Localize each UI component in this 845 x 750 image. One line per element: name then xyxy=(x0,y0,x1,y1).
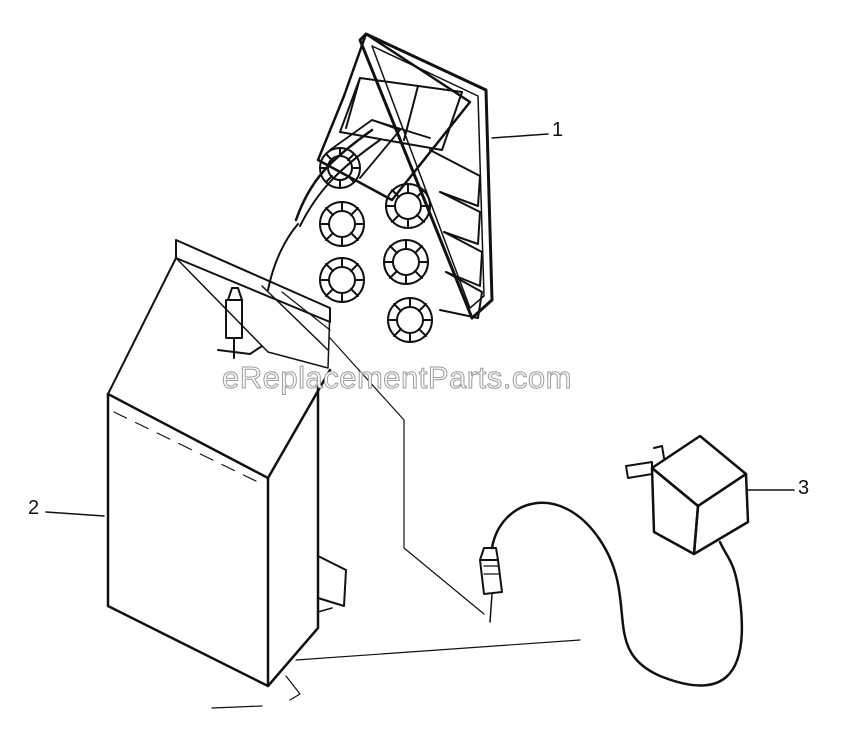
ice-mold-tray xyxy=(267,32,494,320)
power-adapter xyxy=(625,434,750,556)
callout-part-2: 2 xyxy=(28,497,40,519)
connection-line xyxy=(329,337,485,615)
mold-wheels xyxy=(319,147,433,343)
callout-part-1: 1 xyxy=(552,119,564,141)
watermark-text: eReplacementParts.com xyxy=(222,360,572,396)
leader-line-1 xyxy=(491,133,549,139)
leader-line-2 xyxy=(45,511,105,517)
callout-part-3: 3 xyxy=(798,477,810,499)
storage-bin xyxy=(106,239,347,688)
power-cord xyxy=(490,501,744,687)
floor-line xyxy=(295,639,581,661)
cord-connector xyxy=(479,547,503,623)
